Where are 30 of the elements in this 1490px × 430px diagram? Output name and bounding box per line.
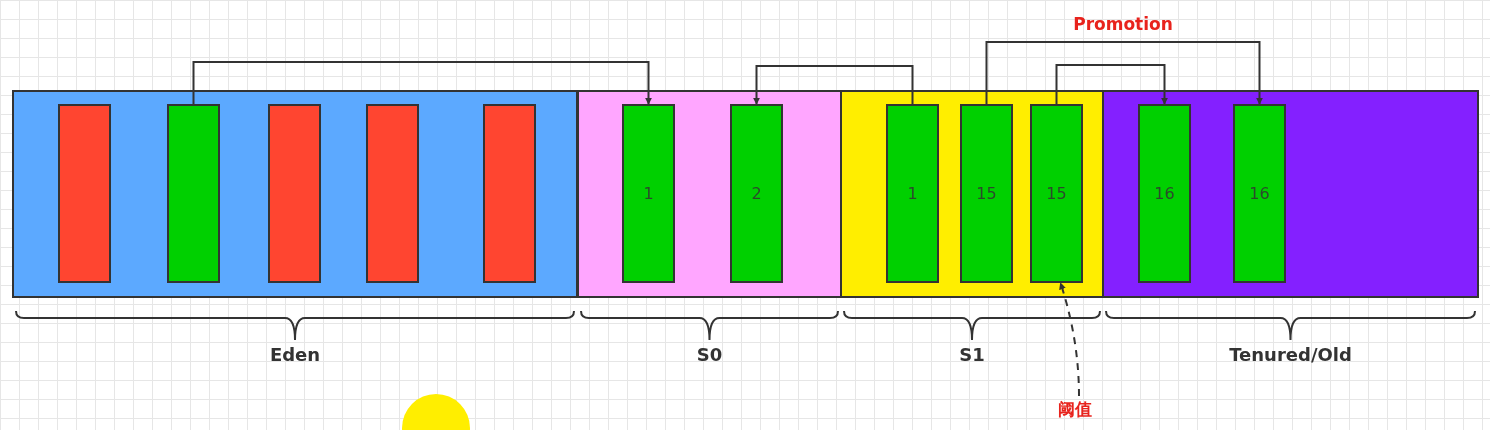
age-number: 16 (1154, 184, 1175, 203)
arrow (985, 41, 1263, 105)
threshold-label: 阈值 (1046, 396, 1104, 422)
object-bar (1233, 104, 1286, 283)
object-bar (167, 104, 220, 283)
region-label: Tenured/Old (1228, 344, 1353, 365)
object-bar (366, 104, 419, 283)
arrow (1059, 282, 1080, 397)
age-number: 1 (907, 184, 918, 203)
object-bar (886, 104, 939, 283)
object-bar (622, 104, 675, 283)
region-label: Eden (268, 344, 322, 365)
object-bar (1138, 104, 1191, 283)
region-label: S0 (695, 344, 724, 365)
arrow (192, 61, 652, 105)
edge-label: Promotion (1072, 14, 1174, 34)
object-bar (730, 104, 783, 283)
object-bar (58, 104, 111, 283)
object-bar (268, 104, 321, 283)
arrow (1055, 64, 1168, 105)
age-number: 1 (643, 184, 654, 203)
arrow (753, 65, 914, 105)
region-label: S1 (958, 344, 986, 365)
age-number: 15 (1046, 184, 1067, 203)
age-number: 2 (751, 184, 762, 203)
object-bar (1030, 104, 1083, 283)
object-bar (960, 104, 1013, 283)
age-number: 16 (1249, 184, 1270, 203)
age-number: 15 (976, 184, 997, 203)
object-bar (483, 104, 536, 283)
